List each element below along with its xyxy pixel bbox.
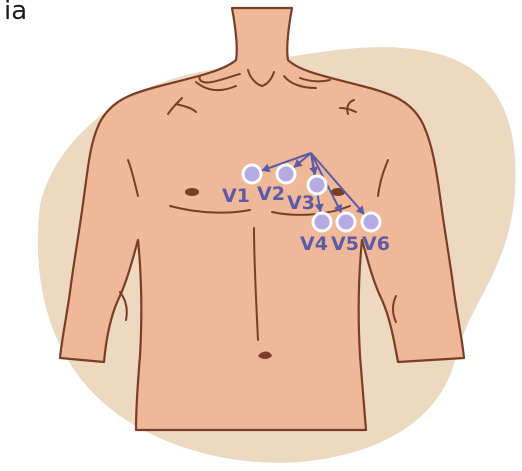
electrode-v6 [362, 213, 380, 231]
electrode-v2 [277, 165, 295, 183]
label-v2: V2 [257, 183, 285, 205]
label-v1: V1 [222, 185, 250, 207]
electrode-v4 [313, 213, 331, 231]
electrode-v1 [243, 165, 261, 183]
label-v4: V4 [300, 233, 328, 255]
label-v5: V5 [331, 233, 359, 255]
label-v6: V6 [362, 233, 390, 255]
left-nipple [185, 188, 199, 196]
label-v3: V3 [287, 192, 315, 214]
electrode-v5 [337, 213, 355, 231]
caption-fragment: ia [4, 0, 27, 26]
